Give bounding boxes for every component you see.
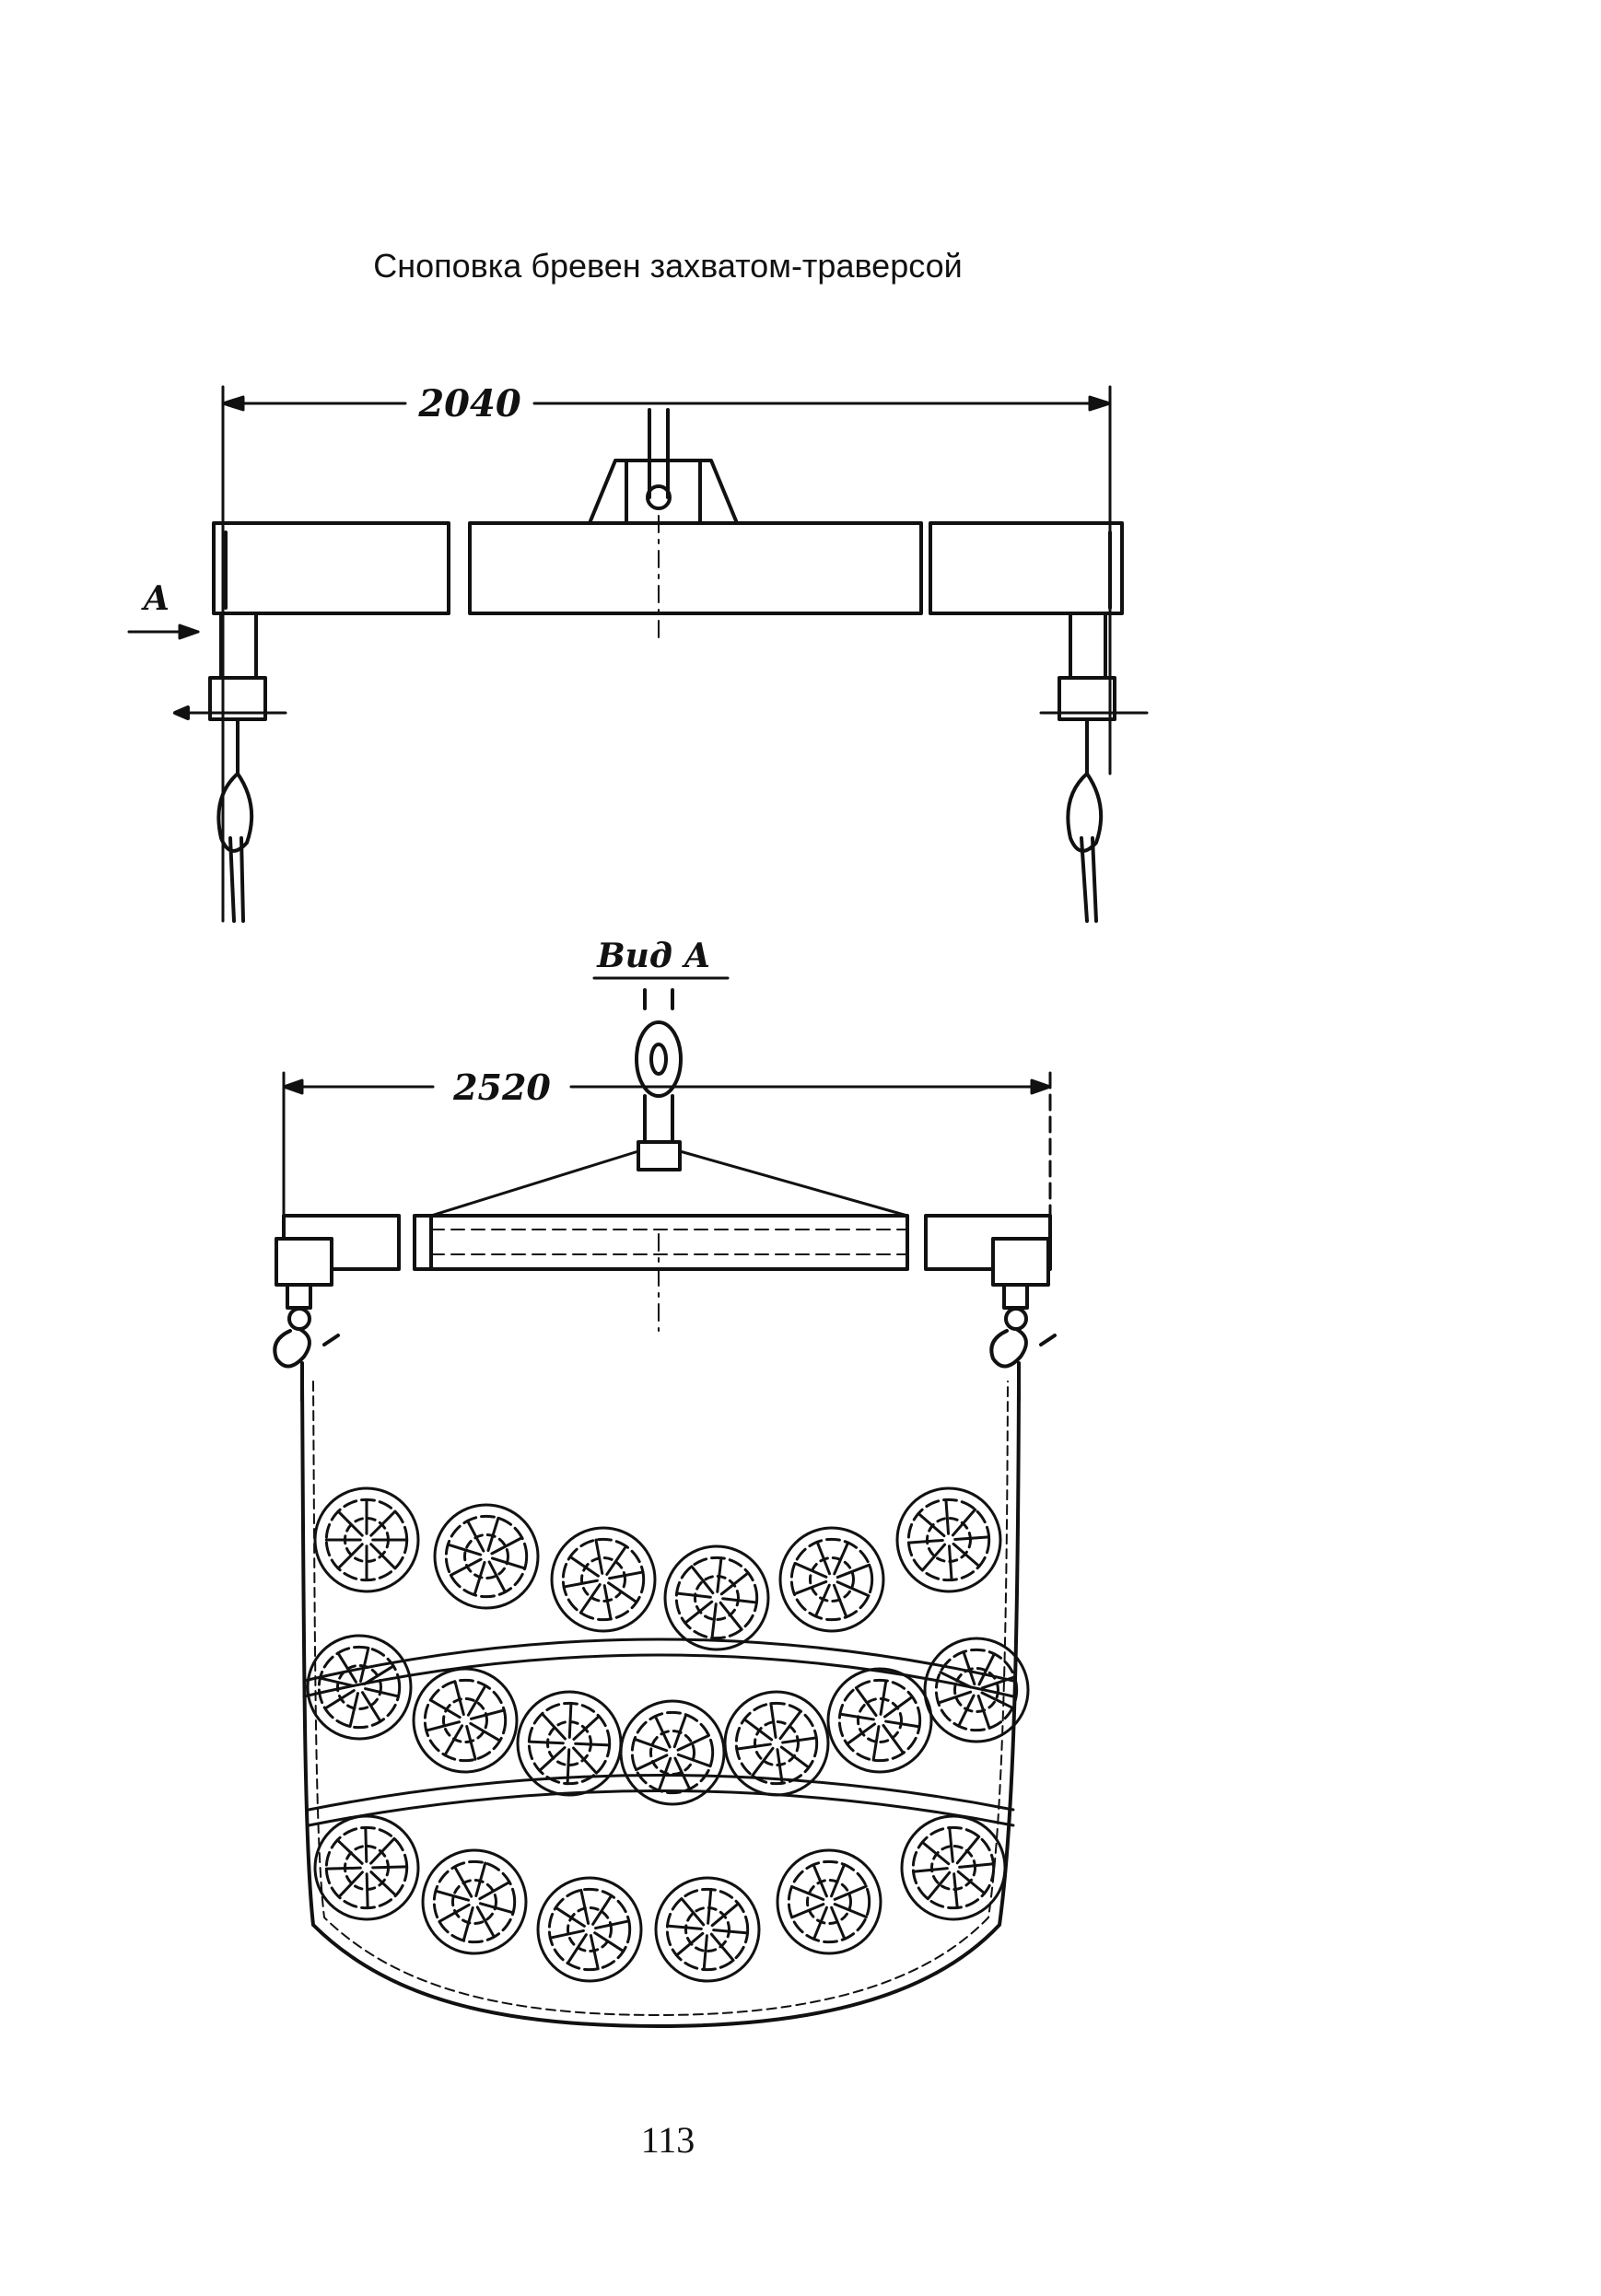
view-title: Вид А	[596, 937, 711, 975]
side-right-hook	[989, 1237, 1057, 1402]
log-section	[826, 1667, 933, 1774]
log-section	[313, 1486, 420, 1593]
dimension-2520	[282, 1071, 1052, 1218]
front-beam	[212, 521, 1124, 615]
log-section	[900, 1814, 1007, 1921]
log-section	[412, 1667, 519, 1774]
front-lifting-eye	[588, 408, 739, 525]
view-marker-a: А	[140, 579, 169, 618]
log-section	[776, 1848, 882, 1955]
log-section	[895, 1486, 1002, 1593]
log-section	[550, 1526, 657, 1633]
log-section	[778, 1526, 885, 1633]
side-top-shackle	[635, 988, 683, 1171]
side-beam	[282, 1214, 1052, 1271]
dimension-label-2040: 2040	[417, 382, 520, 425]
side-view: Вид А 2520	[273, 937, 1057, 2028]
side-sling-triangle	[429, 1149, 909, 1218]
log-section	[433, 1503, 540, 1610]
front-right-hanger	[1039, 612, 1149, 923]
page-title: Сноповка бревен захватом-траверсой	[373, 247, 963, 285]
log-section	[654, 1876, 761, 1983]
log-row-straps	[302, 1638, 1015, 1827]
log-section	[306, 1634, 413, 1741]
front-view: 2040	[127, 382, 1149, 923]
page-number: 113	[640, 2119, 695, 2161]
log-section	[663, 1544, 770, 1651]
log-section	[536, 1876, 643, 1983]
side-left-hook	[273, 1237, 340, 1402]
wire-rope-sling	[300, 1380, 1021, 2028]
log-section	[723, 1690, 830, 1797]
log-section	[619, 1699, 726, 1806]
log-section	[421, 1848, 528, 1955]
log-section	[516, 1690, 623, 1797]
front-left-hanger	[173, 612, 287, 923]
dimension-label-2520: 2520	[452, 1066, 551, 1108]
view-a-arrow	[127, 624, 200, 640]
log-section	[923, 1637, 1030, 1743]
log-bundle	[306, 1486, 1030, 1983]
log-section	[313, 1814, 420, 1921]
